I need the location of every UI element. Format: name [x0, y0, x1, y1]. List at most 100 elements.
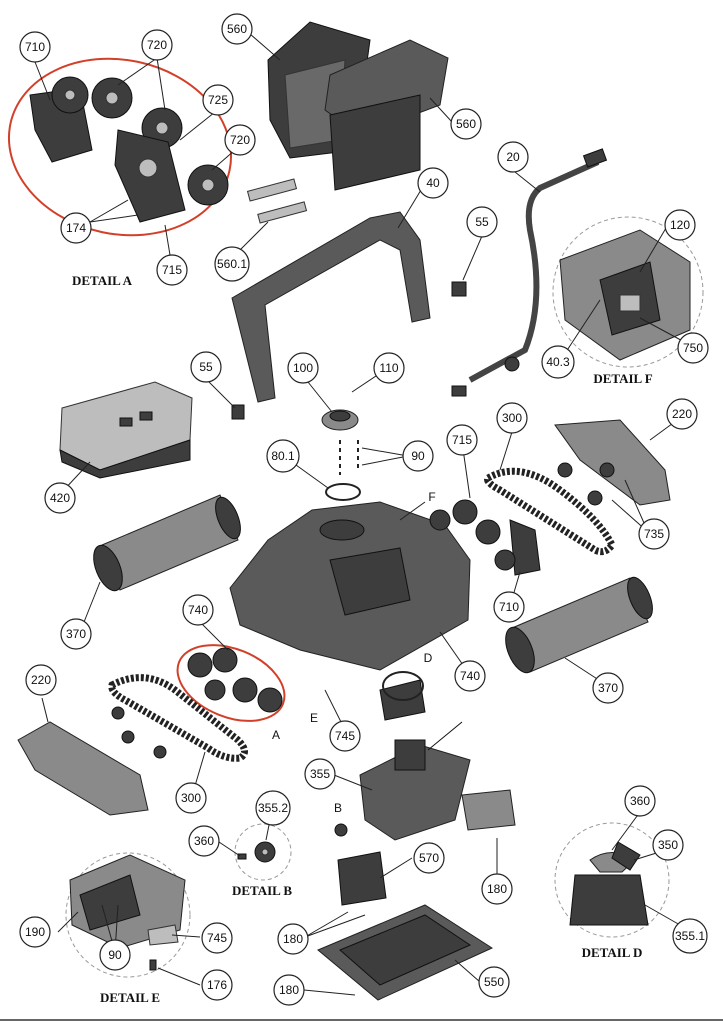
svg-text:80.1: 80.1 — [271, 449, 295, 463]
callout-740-a: 740 — [182, 594, 214, 626]
svg-text:560: 560 — [456, 117, 476, 131]
callout-80-1: 80.1 — [266, 439, 300, 473]
callout-715-a: 715 — [156, 254, 188, 286]
impeller-parts — [321, 409, 361, 501]
svg-text:180: 180 — [283, 932, 303, 946]
brush-roller-left — [93, 494, 241, 592]
detail-d-parts — [569, 841, 649, 926]
callout-355-2: 355.2 — [255, 790, 291, 826]
svg-text:90: 90 — [411, 449, 425, 463]
svg-text:725: 725 — [208, 93, 228, 107]
letter-f: F — [428, 490, 435, 504]
svg-text:180: 180 — [487, 882, 507, 896]
callout-300-a: 300 — [496, 402, 528, 434]
gear-set-left — [187, 647, 283, 713]
svg-text:715: 715 — [452, 433, 472, 447]
callout-735: 735 — [638, 518, 670, 550]
callout-740-b: 740 — [454, 660, 486, 692]
callout-720-a: 720 — [141, 29, 173, 61]
screw-parts — [231, 281, 467, 420]
detail-b-label: DETAIL B — [232, 883, 292, 898]
callout-90-a: 90 — [402, 440, 434, 472]
svg-text:55: 55 — [475, 215, 489, 229]
detail-e-parts — [69, 854, 186, 971]
detail-e-label: DETAIL E — [100, 990, 160, 1005]
base-plate-part — [317, 904, 494, 1001]
motor-bracket-left — [337, 851, 387, 906]
svg-text:715: 715 — [162, 263, 182, 277]
svg-text:745: 745 — [335, 729, 355, 743]
callout-180-b: 180 — [277, 923, 309, 955]
callout-745-a: 745 — [329, 720, 361, 752]
letter-b: B — [334, 801, 342, 815]
callout-220-a: 220 — [666, 398, 698, 430]
callout-560-1: 560.1 — [214, 246, 250, 282]
cable-part — [451, 148, 608, 397]
callout-560-a: 560 — [221, 13, 253, 45]
detail-a-gearbox-parts — [29, 76, 229, 223]
callout-174: 174 — [60, 212, 92, 244]
svg-text:570: 570 — [419, 851, 439, 865]
detail-a-highlight-ring — [7, 57, 233, 237]
side-plate-left — [17, 721, 149, 816]
side-plate-right — [554, 419, 671, 506]
svg-text:560.1: 560.1 — [217, 257, 247, 271]
callout-110: 110 — [373, 352, 405, 384]
callout-180-a: 180 — [481, 873, 513, 905]
callout-176: 176 — [201, 969, 233, 1001]
svg-text:40: 40 — [426, 176, 440, 190]
callout-190: 190 — [19, 916, 51, 948]
filter-foam-strips — [246, 178, 308, 224]
svg-text:180: 180 — [279, 983, 299, 997]
svg-text:355.1: 355.1 — [675, 929, 705, 943]
svg-text:750: 750 — [683, 341, 703, 355]
detail-e-highlight-ring — [176, 644, 286, 722]
svg-text:420: 420 — [50, 491, 70, 505]
svg-text:120: 120 — [670, 218, 690, 232]
svg-text:190: 190 — [25, 925, 45, 939]
svg-text:20: 20 — [506, 150, 520, 164]
svg-text:355: 355 — [310, 767, 330, 781]
callout-100: 100 — [287, 352, 319, 384]
callout-720-b: 720 — [224, 124, 256, 156]
svg-text:300: 300 — [181, 791, 201, 805]
letter-a: A — [272, 728, 280, 742]
gear-set-710-right — [429, 499, 541, 576]
callout-300-b: 300 — [175, 782, 207, 814]
callout-420: 420 — [44, 482, 76, 514]
svg-text:176: 176 — [207, 978, 227, 992]
track-chain-left — [108, 674, 248, 762]
callout-180-c: 180 — [273, 974, 305, 1006]
callout-745-e: 745 — [201, 922, 233, 954]
motor-bracket-right — [461, 789, 516, 831]
svg-text:220: 220 — [31, 673, 51, 687]
callout-550: 550 — [478, 966, 510, 998]
callout-560-b: 560 — [450, 108, 482, 140]
wheel-bushings-left — [111, 706, 167, 759]
handle-part — [231, 211, 431, 403]
svg-text:710: 710 — [25, 40, 45, 54]
track-chain-right — [484, 467, 617, 556]
svg-text:355.2: 355.2 — [258, 801, 288, 815]
callout-120: 120 — [664, 209, 696, 241]
svg-text:550: 550 — [484, 975, 504, 989]
callout-90-e: 90 — [99, 939, 131, 971]
svg-text:174: 174 — [66, 221, 86, 235]
svg-text:735: 735 — [644, 527, 664, 541]
svg-text:55: 55 — [199, 360, 213, 374]
svg-text:710: 710 — [499, 600, 519, 614]
svg-text:740: 740 — [188, 603, 208, 617]
letter-e: E — [310, 711, 318, 725]
callout-220-b: 220 — [25, 664, 57, 696]
detail-d-label: DETAIL D — [582, 945, 643, 960]
wheel-bushings-right — [557, 462, 615, 506]
callout-570: 570 — [413, 842, 445, 874]
callout-360-b: 360 — [188, 825, 220, 857]
letter-d: D — [424, 651, 433, 665]
callout-355: 355 — [304, 758, 336, 790]
callout-55-a: 55 — [466, 206, 498, 238]
callout-40: 40 — [417, 167, 449, 199]
svg-text:300: 300 — [502, 411, 522, 425]
svg-text:745: 745 — [207, 931, 227, 945]
